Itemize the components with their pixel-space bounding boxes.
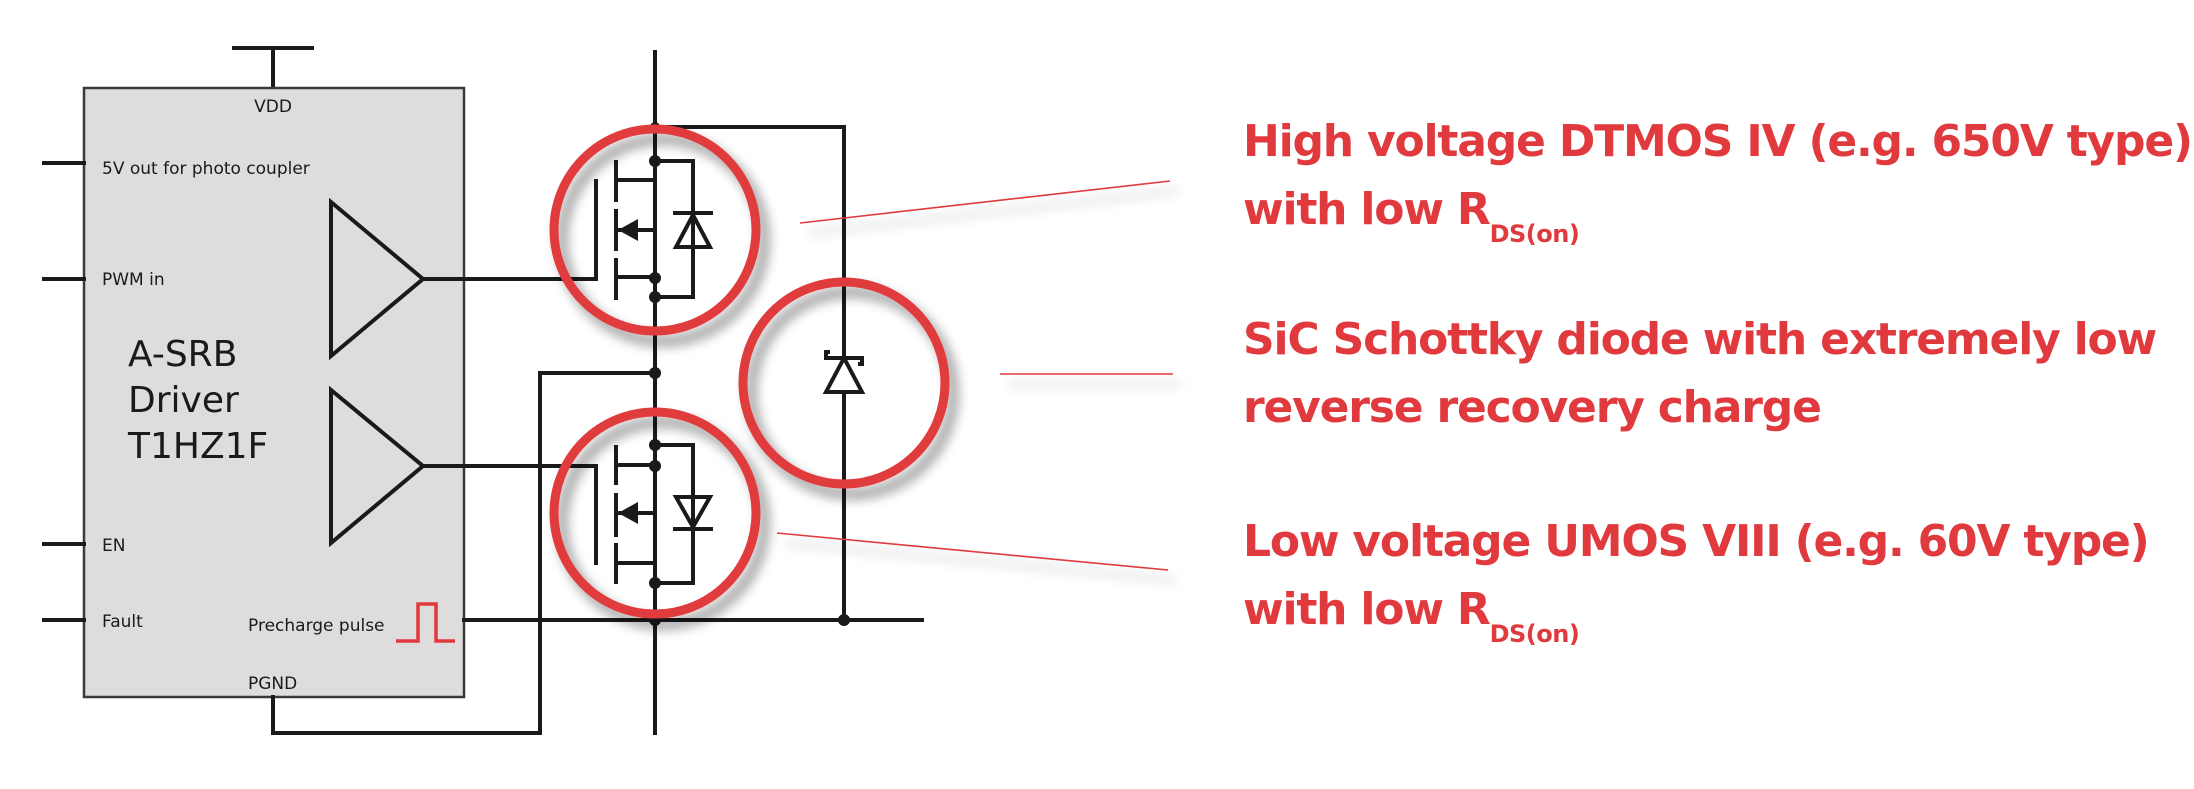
driver-ic-box bbox=[82, 86, 466, 699]
high-voltage-mosfet-icon bbox=[614, 155, 714, 303]
callout-line1: SiC Schottky diode with extremely low bbox=[1243, 314, 2157, 365]
callout-line2-text: with low R bbox=[1243, 584, 1491, 635]
junction-dot bbox=[649, 367, 661, 379]
highlight-circle-schottky bbox=[738, 277, 950, 489]
callout-line2-text: with low R bbox=[1243, 184, 1491, 235]
junction-dot bbox=[838, 614, 850, 626]
fault-label: Fault bbox=[102, 612, 143, 632]
leader-line-upper bbox=[799, 180, 1171, 224]
rdson-subscript: DS(on) bbox=[1489, 620, 1580, 648]
callout-line2: with low RDS(on) bbox=[1243, 576, 2149, 668]
callout-line2: reverse recovery charge bbox=[1243, 382, 1822, 433]
callout-schottky-diode: SiC Schottky diode with extremely low re… bbox=[1243, 306, 2157, 442]
sic-schottky-diode-icon bbox=[822, 350, 866, 394]
photo-coupler-label: 5V out for photo coupler bbox=[102, 159, 310, 179]
leader-line-lower bbox=[776, 532, 1169, 571]
callout-low-voltage-mosfet: Low voltage UMOS VIII (e.g. 60V type) wi… bbox=[1243, 508, 2150, 668]
vdd-label: VDD bbox=[254, 97, 292, 117]
callout-line2: with low RDS(on) bbox=[1243, 176, 2192, 268]
highlight-circle-upper-mosfet bbox=[549, 124, 761, 336]
driver-title-line1: A-SRB bbox=[128, 334, 237, 375]
vdd-supply-symbol bbox=[232, 46, 314, 90]
callout-high-voltage-mosfet: High voltage DTMOS IV (e.g. 650V type) w… bbox=[1243, 108, 2193, 268]
low-voltage-mosfet-icon bbox=[614, 439, 714, 589]
precharge-label: Precharge pulse bbox=[248, 616, 385, 636]
lower-gate-wire bbox=[421, 464, 598, 565]
pgnd-wire bbox=[271, 371, 657, 735]
schottky-rail bbox=[653, 125, 846, 622]
highlight-circle-lower-mosfet bbox=[549, 407, 761, 619]
rdson-subscript: DS(on) bbox=[1489, 220, 1580, 248]
callout-line1: Low voltage UMOS VIII (e.g. 60V type) bbox=[1243, 516, 2150, 567]
pgnd-label: PGND bbox=[248, 674, 297, 694]
driver-title-line2: Driver bbox=[128, 380, 239, 421]
upper-gate-buffer-icon bbox=[329, 197, 427, 361]
lower-gate-buffer-icon bbox=[329, 385, 427, 548]
driver-title-line3: T1HZ1F bbox=[127, 426, 268, 467]
en-label: EN bbox=[102, 536, 125, 556]
callout-line1: High voltage DTMOS IV (e.g. 650V type) bbox=[1243, 116, 2193, 167]
pwm-in-label: PWM in bbox=[102, 270, 165, 290]
pulse-waveform-icon bbox=[396, 602, 455, 643]
upper-gate-wire bbox=[421, 179, 598, 281]
